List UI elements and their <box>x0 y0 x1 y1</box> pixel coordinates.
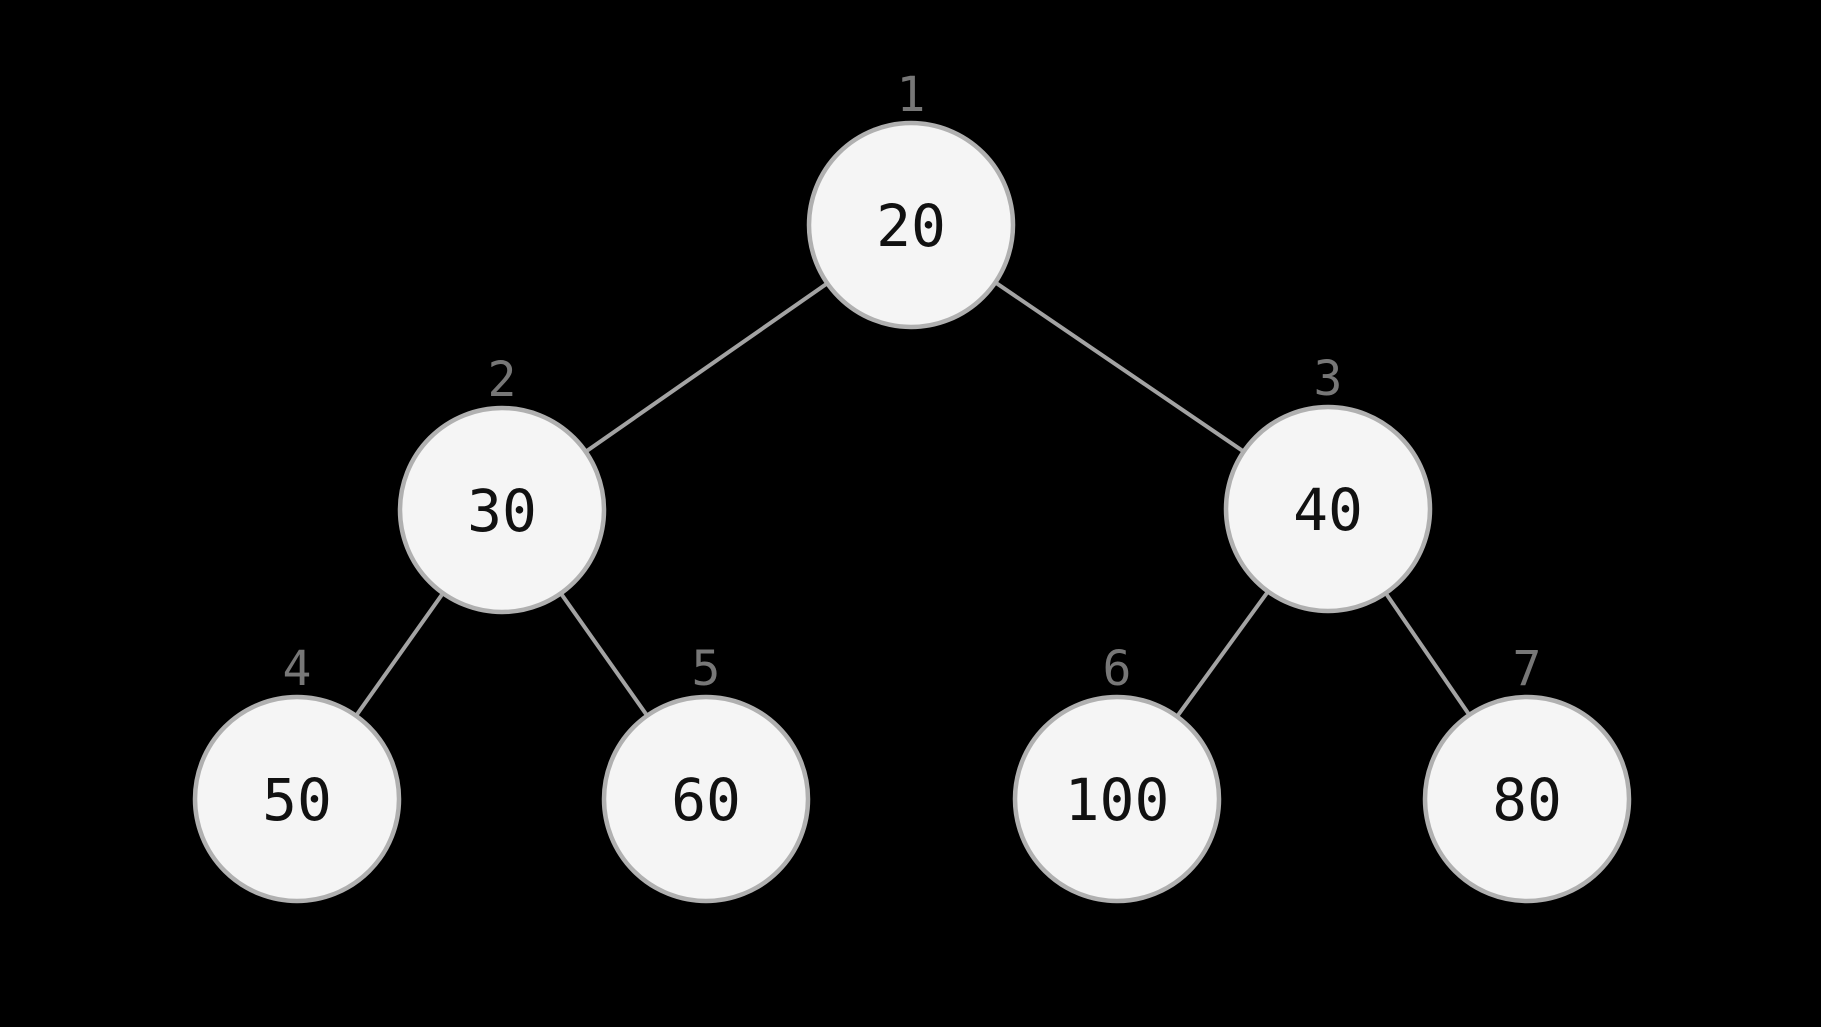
node-circle <box>806 120 1016 330</box>
tree-node-7: 7 80 <box>1422 641 1632 904</box>
node-value: 40 <box>1293 476 1363 544</box>
node-circle <box>1422 694 1632 904</box>
node-index-label: 4 <box>283 641 312 697</box>
node-index-label: 6 <box>1103 641 1132 697</box>
tree-node-1: 1 20 <box>806 67 1016 330</box>
node-index-label: 7 <box>1513 641 1542 697</box>
node-index-label: 5 <box>692 641 721 697</box>
node-circle <box>1223 404 1433 614</box>
node-index-label: 1 <box>897 67 926 123</box>
node-value: 30 <box>467 477 537 545</box>
tree-node-2: 2 30 <box>397 352 607 615</box>
node-circle <box>601 694 811 904</box>
node-circle <box>397 405 607 615</box>
tree-node-5: 5 60 <box>601 641 811 904</box>
node-index-label: 2 <box>488 352 517 408</box>
node-circle <box>192 694 402 904</box>
tree-node-6: 6 100 <box>1012 641 1222 904</box>
tree-node-3: 3 40 <box>1223 351 1433 614</box>
node-value: 80 <box>1492 766 1562 834</box>
node-value: 20 <box>876 192 946 260</box>
node-value: 50 <box>262 766 332 834</box>
node-value: 100 <box>1065 766 1170 834</box>
node-circle <box>1012 694 1222 904</box>
node-index-label: 3 <box>1314 351 1343 407</box>
tree-node-4: 4 50 <box>192 641 402 904</box>
node-value: 60 <box>671 766 741 834</box>
